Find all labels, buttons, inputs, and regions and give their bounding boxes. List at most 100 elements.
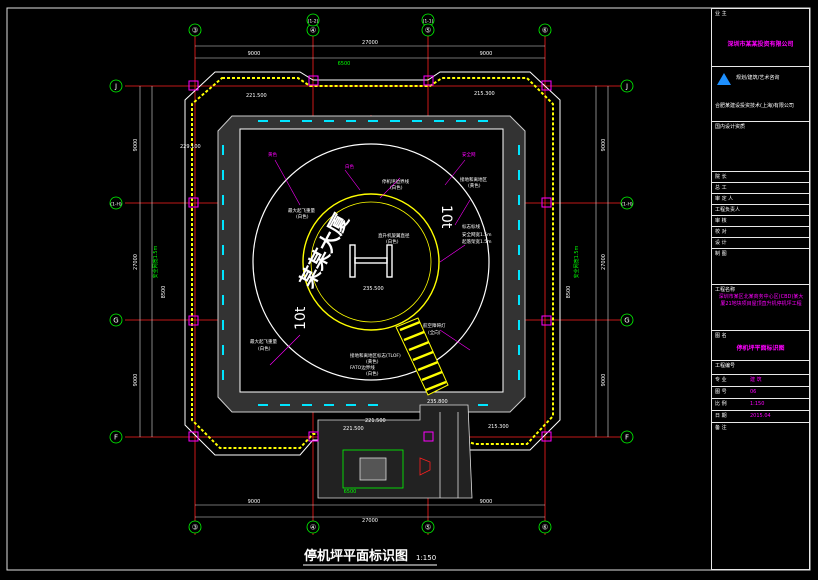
axis-row-right-1: (1-H) bbox=[621, 202, 633, 208]
stair-core bbox=[317, 404, 473, 499]
axis-row-right-1-circle bbox=[620, 196, 634, 210]
axis-row-right-5: F bbox=[625, 434, 629, 442]
axis-col-top-4-circle bbox=[421, 23, 435, 37]
annot-1: 白色 bbox=[345, 163, 354, 170]
dim-vert-left: 安全网宽1.5m bbox=[152, 245, 159, 278]
title-block: 业 主 深圳市某某投资有限公司 规划/建筑/艺术咨询 合肥某建设投资技术(上海)… bbox=[711, 8, 810, 570]
logo-triangle-icon bbox=[717, 73, 731, 85]
tb-drawing-name: 停机坪平面标识图 bbox=[736, 345, 785, 352]
tb-meta-4: 备 注 bbox=[712, 423, 809, 437]
dim-total-top: 27000 bbox=[362, 40, 378, 46]
annot-2: 停机坪边界线 bbox=[382, 178, 409, 185]
dim-seg-bottom-3: 9000 bbox=[480, 499, 493, 505]
tb-meta-label: 图 号 bbox=[715, 389, 727, 395]
tb-row-2: 审 定 人 bbox=[712, 194, 809, 205]
dim-total-bottom: 27000 bbox=[362, 518, 378, 524]
tb-row-label: 审 定 人 bbox=[715, 196, 734, 202]
leader-lines bbox=[269, 159, 471, 366]
axis-col-top-5: ⑥ bbox=[542, 27, 548, 35]
axis-row-right-0: J bbox=[625, 83, 628, 91]
tb-cert-label: 国内设计资质 bbox=[715, 124, 746, 130]
axis-row-right-3: G bbox=[624, 317, 629, 325]
annot-21: (白色) bbox=[366, 370, 379, 377]
annot-4: 安全网 bbox=[462, 151, 476, 158]
axis-row-right-0-circle bbox=[620, 79, 634, 93]
dim-seg-top-3: 9000 bbox=[480, 51, 493, 57]
axis-col-bottom-1-circle bbox=[306, 520, 320, 534]
tb-meta-value: 2015.04 bbox=[750, 413, 771, 419]
axis-col-bottom-5: ⑥ bbox=[542, 524, 548, 532]
dim-row-r3: 9000 bbox=[601, 374, 607, 387]
annot-9: 直升机旋翼直径 bbox=[378, 232, 410, 239]
annot-12: 安全网宽1.5m bbox=[462, 231, 492, 238]
annot-11: 标志标线 bbox=[462, 223, 480, 230]
elev-6: 221.500 bbox=[343, 426, 364, 432]
access-ramp bbox=[395, 317, 449, 396]
tb-cert: 国内设计资质 bbox=[712, 122, 809, 172]
drawing-title: 停机坪平面标识图 bbox=[304, 548, 408, 564]
elev-1: 221.500 bbox=[246, 93, 267, 99]
tb-row-3: 工程负责人 bbox=[712, 205, 809, 216]
tb-row-label: 工程负责人 bbox=[715, 207, 741, 213]
axis-col-top-1: ④ bbox=[310, 27, 316, 35]
dim-small-bottom: 6500 bbox=[344, 489, 357, 495]
axis-col-top-0-circle bbox=[188, 23, 202, 37]
annot-20: FATO边界线 bbox=[350, 364, 375, 371]
tlof-circle bbox=[302, 193, 440, 331]
annot-6: (黄色) bbox=[468, 182, 481, 189]
annot-5: 接地和离地区 bbox=[460, 176, 487, 183]
axis-row-left-3: G bbox=[113, 317, 118, 325]
dim-small-top: 6500 bbox=[338, 61, 351, 67]
axis-col-top-4: ⑤ bbox=[425, 27, 431, 35]
tb-number: 工程编号 bbox=[712, 361, 809, 375]
axis-col-bottom-4-circle bbox=[421, 520, 435, 534]
weight-limit-marking: 10t bbox=[438, 205, 454, 229]
tb-row-label: 制 图 bbox=[715, 251, 727, 257]
elev-5: 235.800 bbox=[427, 399, 448, 405]
dimension-texts: 27000 9000 9000 27000 9000 9000 6500 650… bbox=[248, 40, 493, 524]
tb-row-6: 设 计 bbox=[712, 238, 809, 249]
dim-row-1: 9000 bbox=[133, 139, 139, 152]
axis-col-bottom-0-circle bbox=[188, 520, 202, 534]
annot-10: (白色) bbox=[386, 238, 399, 245]
tb-owner-name: 深圳市某某投资有限公司 bbox=[727, 41, 794, 48]
annot-18: 接地和离地区标志(TLOF) bbox=[350, 352, 401, 359]
axis-row-right-5-circle bbox=[620, 430, 634, 444]
tb-meta-label: 比 例 bbox=[715, 401, 727, 407]
dim-small-left: 8500 bbox=[161, 286, 167, 299]
tb-meta-label: 日 期 bbox=[715, 413, 727, 419]
tb-project-name: 深圳市某区北某商务中心区(CBD)某大厦21地块项目屋顶直升机停机坪工程 bbox=[718, 294, 804, 307]
annot-7: 最大起飞重量 bbox=[288, 207, 315, 214]
dim-row-r-total: 27000 bbox=[601, 254, 607, 270]
tb-row-4: 审 核 bbox=[712, 216, 809, 227]
annot-8: (白色) bbox=[296, 213, 309, 220]
tb-meta-label: 备 注 bbox=[715, 425, 727, 431]
dim-row-r1: 9000 bbox=[601, 139, 607, 152]
tb-number-label: 工程编号 bbox=[715, 363, 736, 369]
elev-4: 235.500 bbox=[363, 286, 384, 292]
axis-col-top-5-circle bbox=[538, 23, 552, 37]
axis-row-left-1: (1-H) bbox=[110, 202, 122, 208]
axis-col-top-3: (1-1) bbox=[423, 19, 434, 25]
tb-design-company: 合肥某建设投资技术(上海)有限公司 bbox=[715, 103, 794, 109]
tb-owner: 业 主 深圳市某某投资有限公司 bbox=[712, 9, 809, 67]
tb-project-label: 工程名称 bbox=[715, 287, 736, 293]
fato-circle bbox=[252, 143, 490, 381]
weight-limit-marking-2: 10t bbox=[293, 306, 309, 330]
tb-meta-3: 日 期 2015.04 bbox=[712, 411, 809, 423]
tlof-inner-circle bbox=[310, 201, 432, 323]
annot-16: 航空障碍灯 bbox=[423, 322, 446, 329]
elevation-labels: 221.500 215.300 229.100 235.500 235.800 … bbox=[180, 91, 509, 432]
dim-small-right: 8500 bbox=[566, 286, 572, 299]
tb-meta-value: 建 筑 bbox=[750, 377, 762, 383]
dim-row-total: 27000 bbox=[133, 254, 139, 270]
axis-row-left-0: J bbox=[114, 83, 117, 91]
axis-col-bottom-0: ③ bbox=[192, 524, 198, 532]
elev-2: 215.300 bbox=[474, 91, 495, 97]
tb-drawing: 图 名 停机坪平面标识图 bbox=[712, 331, 809, 361]
axis-col-top-0: ③ bbox=[192, 27, 198, 35]
axis-row-left-0-circle bbox=[109, 79, 123, 93]
